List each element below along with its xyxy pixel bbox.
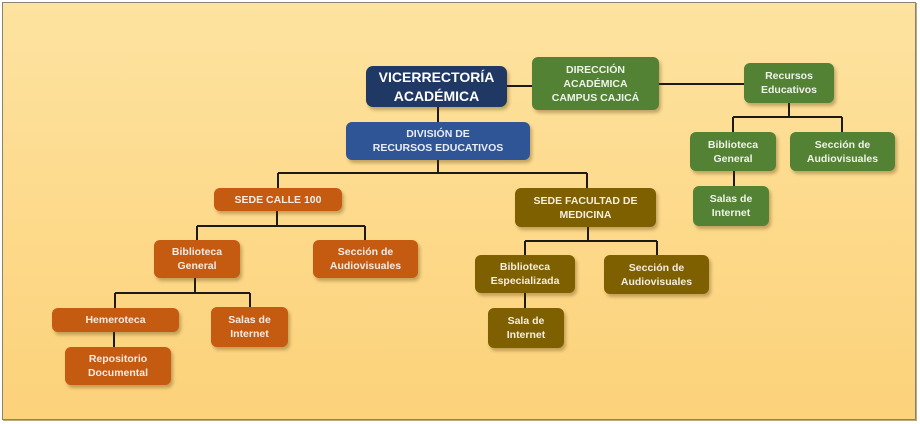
node-cajica-salas-internet: Salas de Internet <box>693 186 769 226</box>
node-med-sala-internet: Sala de Internet <box>488 308 564 348</box>
node-vicerrectoria-academica: VICERRECTORÍA ACADÉMICA <box>366 66 507 107</box>
node-cajica-biblioteca-general: Biblioteca General <box>690 132 776 171</box>
node-med-biblioteca-especializada: Biblioteca Especializada <box>475 255 575 293</box>
node-c100-seccion-audiovisuales: Sección de Audiovisuales <box>313 240 418 278</box>
node-sede-calle-100: SEDE CALLE 100 <box>214 188 342 211</box>
node-med-seccion-audiovisuales: Sección de Audiovisuales <box>604 255 709 294</box>
node-direccion-academica-cajica: DIRECCIÓN ACADÉMICA CAMPUS CAJICÁ <box>532 57 659 110</box>
node-cajica-recursos-educativos: Recursos Educativos <box>744 63 834 103</box>
node-c100-biblioteca-general: Biblioteca General <box>154 240 240 278</box>
node-c100-hemeroteca: Hemeroteca <box>52 308 179 332</box>
node-cajica-seccion-audiovisuales: Sección de Audiovisuales <box>790 132 895 171</box>
node-division-recursos-educativos: DIVISIÓN DE RECURSOS EDUCATIVOS <box>346 122 530 160</box>
node-c100-salas-internet: Salas de Internet <box>211 307 288 347</box>
node-c100-repositorio-documental: Repositorio Documental <box>65 347 171 385</box>
node-sede-facultad-medicina: SEDE FACULTAD DE MEDICINA <box>515 188 656 227</box>
